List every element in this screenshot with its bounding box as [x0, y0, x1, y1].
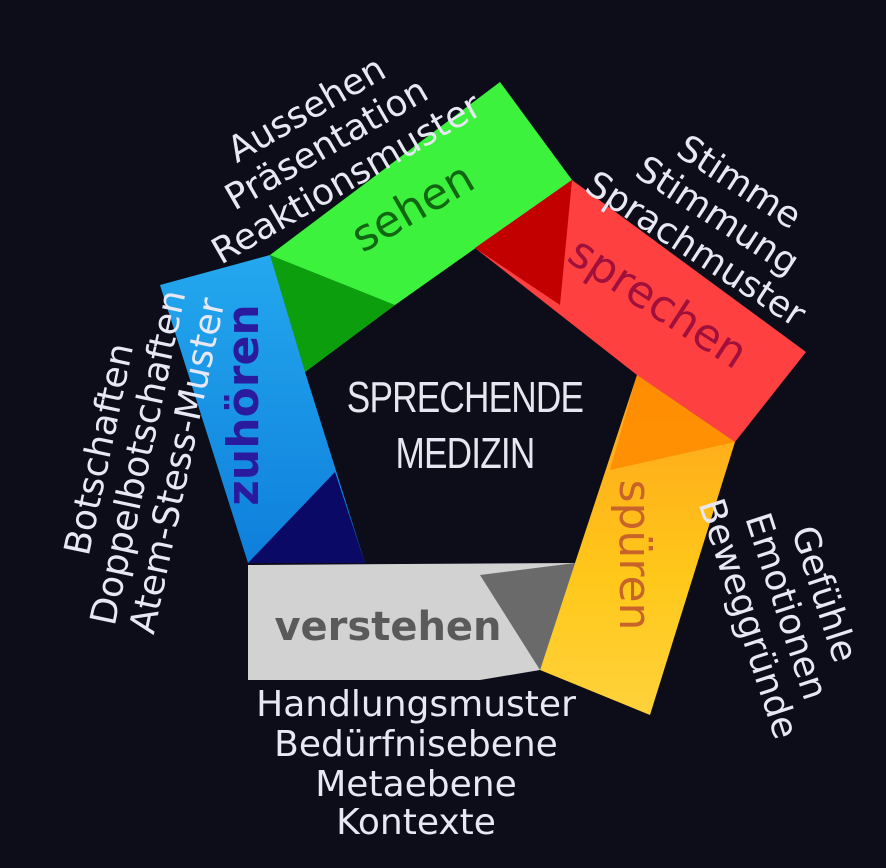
- segment-sehen: [270, 82, 572, 372]
- center-pentagon: [305, 248, 637, 563]
- label-verstehen: verstehen: [274, 604, 501, 650]
- center-title-line2: MEDIZIN: [395, 429, 534, 478]
- list-verstehen-item: Kontexte: [336, 802, 496, 843]
- list-verstehen-item: Metaebene: [315, 764, 517, 805]
- segment-spueren: [540, 375, 735, 715]
- segment-sprechen: [475, 180, 806, 442]
- label-spueren: spüren: [609, 480, 660, 631]
- list-verstehen-item: Bedürfnisebene: [274, 724, 558, 765]
- segment-zuhoeren: [160, 255, 365, 563]
- segment-verstehen: [248, 563, 575, 680]
- center-title-line1: SPRECHENDE: [347, 373, 583, 422]
- label-zuhoeren: zuhören: [218, 304, 269, 505]
- list-verstehen: Handlungsmuster Bedürfnisebene Metaebene…: [256, 684, 576, 843]
- list-verstehen-item: Handlungsmuster: [256, 684, 576, 725]
